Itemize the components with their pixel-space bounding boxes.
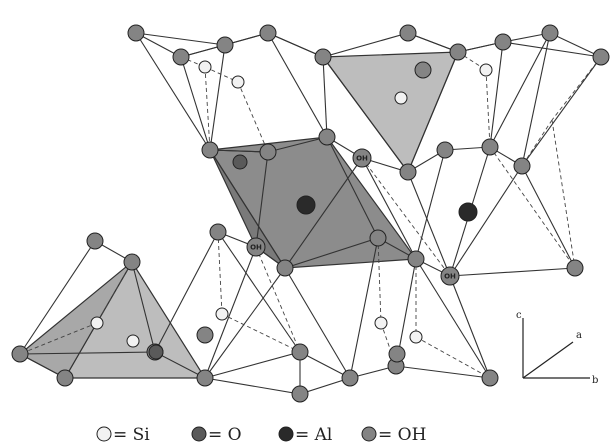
si-atom xyxy=(479,63,493,77)
oh-atom xyxy=(449,43,467,61)
oh-atom xyxy=(318,128,336,146)
oh-atom xyxy=(494,33,512,51)
si-atom xyxy=(126,334,140,348)
legend-oh-label: = OH xyxy=(378,425,426,445)
legend: = Si = O = Al = OH xyxy=(96,425,426,445)
oh-atom xyxy=(566,259,584,277)
si-atom xyxy=(90,316,104,330)
oh-atom xyxy=(201,141,219,159)
o-atom xyxy=(148,344,164,360)
oh-atom xyxy=(592,48,610,66)
oh-atom xyxy=(11,345,29,363)
oh-atom xyxy=(196,369,214,387)
oh-atom xyxy=(291,385,309,403)
oh-atom xyxy=(259,24,277,42)
oh-atom xyxy=(56,369,74,387)
oh-atom xyxy=(216,36,234,54)
si-atom xyxy=(215,307,229,321)
oh-labelled-atom xyxy=(440,266,460,286)
si-atom xyxy=(394,91,408,105)
legend-si-label: = Si xyxy=(113,425,150,445)
oh-label: OH xyxy=(250,244,262,252)
oh-atom xyxy=(407,250,425,268)
oh-atom xyxy=(414,61,432,79)
legend-o-icon xyxy=(191,426,207,442)
legend-al-icon xyxy=(278,426,294,442)
oh-labelled-atom xyxy=(352,148,372,168)
oh-atom xyxy=(388,345,406,363)
oh-atom xyxy=(369,229,387,247)
oh-atom xyxy=(259,143,277,161)
oh-atom xyxy=(541,24,559,42)
si-atom xyxy=(409,330,423,344)
oh-atom xyxy=(341,369,359,387)
oh-atom xyxy=(196,326,214,344)
si-atom xyxy=(231,75,245,89)
oh-atom xyxy=(481,138,499,156)
atoms xyxy=(11,24,610,403)
legend-o-label: = O xyxy=(208,425,242,445)
si-atom xyxy=(198,60,212,74)
oh-labelled-atom xyxy=(246,237,266,257)
oh-atom xyxy=(481,369,499,387)
oh-atom xyxy=(209,223,227,241)
oh-atom xyxy=(276,259,294,277)
oh-atom xyxy=(314,48,332,66)
legend-oh-icon xyxy=(361,426,377,442)
oh-label: OH xyxy=(356,155,368,163)
oh-atom xyxy=(123,253,141,271)
oh-atom xyxy=(399,24,417,42)
axis-a-label: a xyxy=(576,330,582,341)
oh-atom xyxy=(436,141,454,159)
oh-label: OH xyxy=(444,273,456,281)
oh-atom xyxy=(86,232,104,250)
si-atom xyxy=(374,316,388,330)
oh-atom xyxy=(291,343,309,361)
legend-si-icon xyxy=(96,426,112,442)
axis-b-label: b xyxy=(592,375,598,386)
oh-atom xyxy=(513,157,531,175)
oh-atom xyxy=(127,24,145,42)
al-atom xyxy=(296,195,316,215)
axes-indicator xyxy=(522,318,590,379)
oh-atom xyxy=(399,163,417,181)
axis-c-label: c xyxy=(516,310,522,321)
al-atom xyxy=(458,202,478,222)
o-atom xyxy=(232,154,248,170)
legend-al-label: = Al xyxy=(295,425,332,445)
oh-atom xyxy=(172,48,190,66)
